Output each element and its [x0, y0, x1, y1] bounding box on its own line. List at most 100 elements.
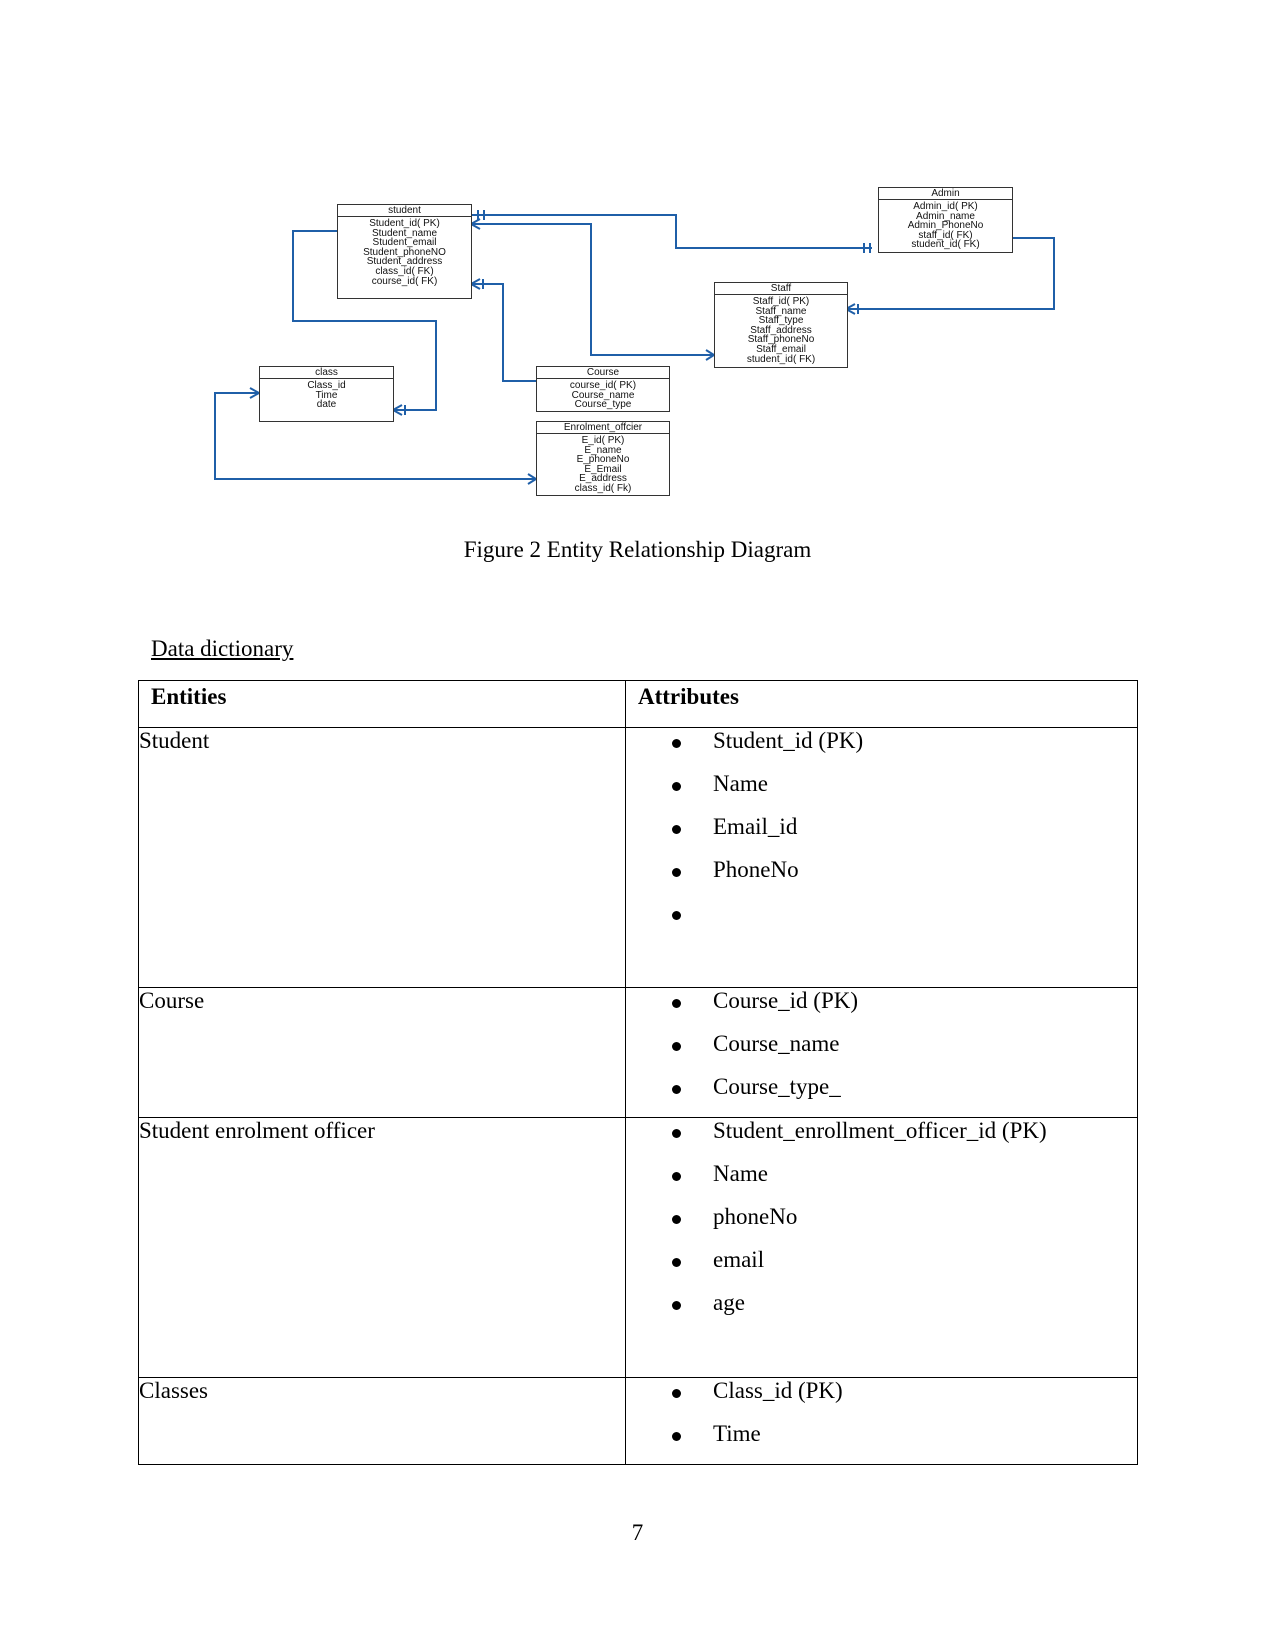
- attributes-cell: Student_enrollment_officer_id (PK) Name …: [625, 1117, 1138, 1378]
- rel-admin-staff: [846, 237, 1055, 310]
- rel-class-enrolment: [214, 392, 536, 480]
- entity-attribute: E_name: [584, 444, 622, 456]
- bullet-icon: [672, 1432, 681, 1441]
- entity-name-cell: Student enrolment officer: [138, 1117, 626, 1378]
- attribute-text: email: [713, 1247, 765, 1272]
- list-item: [626, 900, 1137, 943]
- attribute-text: Course_name: [713, 1031, 840, 1056]
- entity-attribute: Staff_address: [750, 324, 812, 336]
- bullet-icon: [672, 999, 681, 1008]
- entity-class: class Class_id Time date: [259, 366, 394, 422]
- bullet-icon: [672, 1215, 681, 1224]
- column-header-entities: Entities: [138, 680, 626, 728]
- rel-student-admin: [471, 214, 872, 249]
- entity-attribute: Admin_id( PK): [913, 201, 978, 212]
- data-dictionary-table: Entities Attributes Student Student_id (…: [138, 680, 1138, 1465]
- list-item: Email_id: [626, 814, 1137, 857]
- list-item: email: [626, 1247, 1137, 1290]
- entity-attribute: Staff_email: [756, 343, 806, 355]
- rel-student-course: [471, 283, 536, 382]
- entity-attribute: Staff_type: [758, 315, 804, 327]
- entity-attribute: student_id( FK): [746, 353, 816, 365]
- entity-attribute: course_id( PK): [569, 380, 637, 391]
- entity-attribute: course_id( FK): [371, 275, 438, 287]
- list-item: phoneNo: [626, 1204, 1137, 1247]
- list-item: Time: [626, 1421, 1137, 1464]
- attributes-cell: Class_id (PK) Time: [625, 1377, 1138, 1465]
- entity-title: class: [260, 367, 393, 379]
- attribute-text: Time: [713, 1421, 761, 1446]
- entity-attribute: Student_email: [372, 237, 437, 249]
- entity-enrolment-officer: Enrolment_offcier E_id( PK) E_name E_pho…: [536, 421, 670, 496]
- entity-attribute: date: [316, 399, 337, 411]
- entity-attribute: Staff_name: [755, 305, 807, 317]
- attributes-cell: Student_id (PK) Name Email_id PhoneNo: [625, 727, 1138, 988]
- bullet-icon: [672, 1172, 681, 1181]
- column-header-attributes: Attributes: [625, 680, 1138, 728]
- attribute-text: PhoneNo: [713, 857, 799, 882]
- list-item: age: [626, 1290, 1137, 1333]
- entity-attribute: E_phoneNo: [576, 454, 630, 466]
- er-diagram: student Student_id( PK) Student_name Stu…: [0, 0, 1275, 520]
- bullet-icon: [672, 911, 681, 920]
- bullet-icon: [672, 1042, 681, 1051]
- list-item: Course_type_: [626, 1074, 1137, 1117]
- entity-attribute: E_address: [579, 473, 627, 485]
- table-row: Student enrolment officer Student_enroll…: [138, 1117, 1138, 1378]
- entity-name-cell: Course: [138, 987, 626, 1118]
- rel-student-class: [292, 230, 437, 411]
- attributes-cell: Course_id (PK) Course_name Course_type_: [625, 987, 1138, 1118]
- attribute-text: Class_id (PK): [713, 1378, 843, 1403]
- bullet-icon: [672, 739, 681, 748]
- attribute-text: Name: [713, 1161, 768, 1186]
- entity-title: Admin: [879, 188, 1012, 200]
- attribute-text: Course_id (PK): [713, 988, 859, 1013]
- entity-admin: Admin Admin_id( PK) Admin_name Admin_Pho…: [878, 187, 1013, 253]
- table-header-row: Entities Attributes: [138, 680, 1138, 728]
- entity-student: student Student_id( PK) Student_name Stu…: [337, 204, 472, 299]
- bullet-icon: [672, 1301, 681, 1310]
- bullet-icon: [672, 1129, 681, 1138]
- list-item: Student_id (PK): [626, 728, 1137, 771]
- entity-attribute: Student_address: [366, 256, 443, 268]
- entity-attribute: staff_id( FK): [918, 229, 973, 241]
- entity-title: Course: [537, 367, 669, 379]
- entity-course: Course course_id( PK) Course_name Course…: [536, 366, 670, 412]
- attribute-text: Course_type_: [713, 1074, 841, 1099]
- entity-name-cell: Classes: [138, 1377, 626, 1465]
- entity-attribute: class_id( Fk): [574, 482, 632, 494]
- list-item: Name: [626, 1161, 1137, 1204]
- entity-attribute: Course_type: [574, 399, 632, 411]
- entity-title: student: [338, 205, 471, 217]
- list-item: PhoneNo: [626, 857, 1137, 900]
- attribute-text: Name: [713, 771, 768, 796]
- attribute-text: age: [713, 1290, 745, 1315]
- list-item: Name: [626, 771, 1137, 814]
- rel-student-staff: [471, 223, 714, 356]
- entity-title: Enrolment_offcier: [537, 422, 669, 434]
- entity-attribute: E_Email: [584, 463, 622, 475]
- entity-name-cell: Student: [138, 727, 626, 988]
- bullet-icon: [672, 1085, 681, 1094]
- section-title: Data dictionary: [151, 636, 294, 661]
- attribute-list: Class_id (PK) Time: [626, 1378, 1137, 1464]
- attribute-list: Student_enrollment_officer_id (PK) Name …: [626, 1118, 1137, 1333]
- attribute-text: Email_id: [713, 814, 798, 839]
- attribute-text: Student_id (PK): [713, 728, 864, 753]
- page-number: 7: [631, 1520, 644, 1545]
- bullet-icon: [672, 1389, 681, 1398]
- table-row: Course Course_id (PK) Course_name Course…: [138, 987, 1138, 1118]
- list-item: Course_id (PK): [626, 988, 1137, 1031]
- entity-attribute: Admin_PhoneNo: [907, 220, 984, 232]
- attribute-list: Student_id (PK) Name Email_id PhoneNo: [626, 728, 1137, 943]
- attribute-text: phoneNo: [713, 1204, 798, 1229]
- attribute-text: Student_enrollment_officer_id (PK): [713, 1118, 1047, 1143]
- entity-title: Staff: [715, 283, 847, 295]
- bullet-icon: [672, 868, 681, 877]
- list-item: Student_enrollment_officer_id (PK): [626, 1118, 1137, 1161]
- entity-attribute: Class_id: [307, 380, 346, 391]
- entity-attribute: Course_name: [571, 389, 635, 401]
- table-row: Student Student_id (PK) Name Email_id Ph…: [138, 727, 1138, 988]
- bullet-icon: [672, 782, 681, 791]
- entity-attribute: E_id( PK): [581, 435, 625, 446]
